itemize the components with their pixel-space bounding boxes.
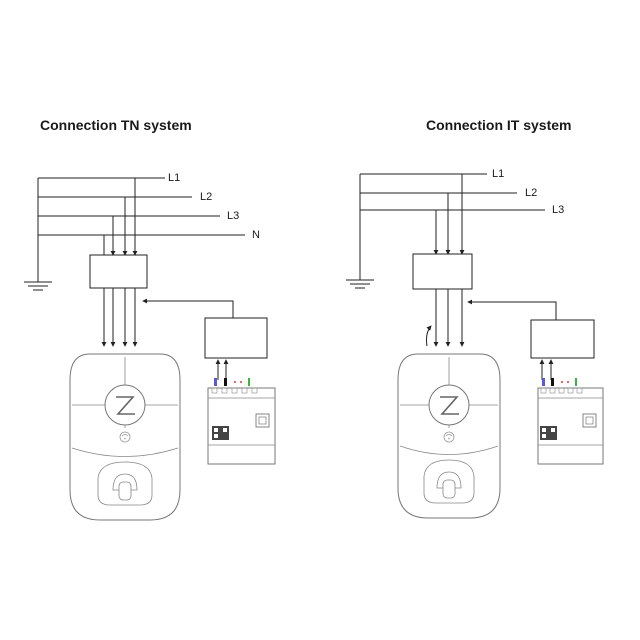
it-title: Connection IT system xyxy=(426,117,571,133)
terminal-red xyxy=(561,381,563,383)
tn-energy-meter xyxy=(207,378,276,465)
tn-label-l3: L3 xyxy=(227,210,239,222)
tn-label-l2: L2 xyxy=(200,191,212,203)
tn-meter-box xyxy=(89,254,148,289)
terminal-blue xyxy=(214,378,217,386)
it-feedback-line xyxy=(467,299,557,320)
terminal-green xyxy=(575,378,577,386)
tn-wallbox-charger xyxy=(69,353,181,521)
rj45-port-icon xyxy=(255,413,270,428)
it-label-l2: L2 xyxy=(525,187,537,199)
tn-label-l1: L1 xyxy=(168,172,180,184)
tn-diagram: Connection TN system L1 L2 L3 N xyxy=(24,117,276,521)
ground-icon xyxy=(346,174,374,289)
ground-icon xyxy=(24,178,52,291)
it-energy-meter xyxy=(537,378,604,465)
arrow-icon xyxy=(426,325,432,347)
wifi-icon xyxy=(119,431,131,443)
it-meter-box xyxy=(412,253,473,290)
terminal-black xyxy=(551,378,554,386)
connector-icon xyxy=(423,459,475,504)
it-label-l1: L1 xyxy=(492,168,504,180)
tn-label-n: N xyxy=(252,229,260,241)
terminal-blue xyxy=(542,378,545,386)
wifi-icon xyxy=(443,431,455,443)
tn-feedback-line xyxy=(142,298,234,318)
tn-control-box xyxy=(204,317,268,359)
it-wallbox-charger xyxy=(397,353,501,519)
connector-icon xyxy=(97,461,153,506)
tn-title: Connection TN system xyxy=(40,117,192,133)
it-control-box xyxy=(530,319,595,359)
it-label-l3: L3 xyxy=(552,204,564,216)
terminal-red xyxy=(234,381,236,383)
it-diagram: Connection IT system L1 L2 L3 xyxy=(346,117,604,519)
terminal-green xyxy=(248,378,250,386)
rj45-port-icon xyxy=(582,413,597,428)
terminal-black xyxy=(224,378,227,386)
